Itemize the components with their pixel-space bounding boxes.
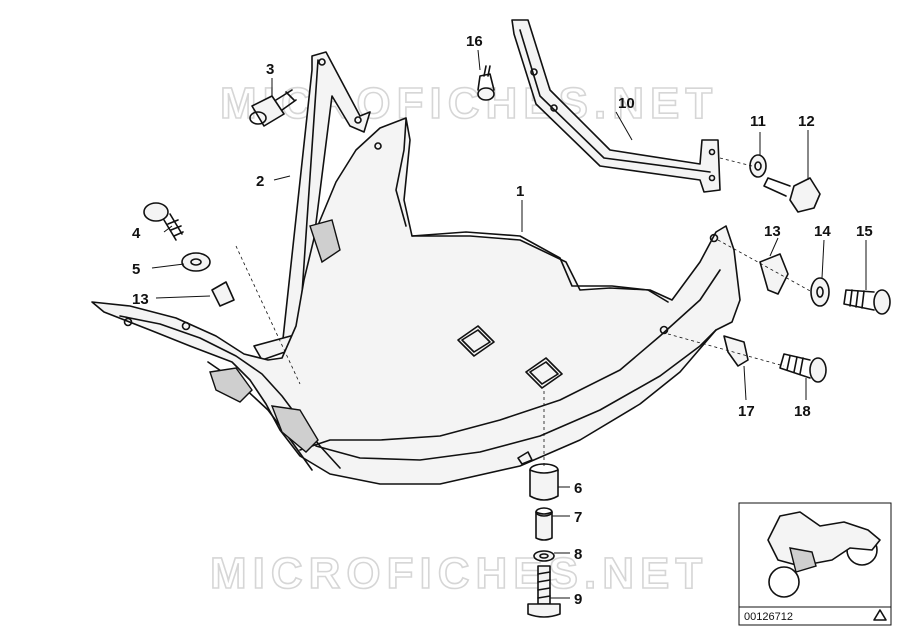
- callout-15: 15: [856, 223, 873, 240]
- part-5-washer: [181, 252, 211, 272]
- part-15-screw: [843, 289, 891, 315]
- part-16-bolt: [477, 65, 495, 101]
- part-12-hex-bolt: [763, 177, 821, 213]
- callout-16: 16: [466, 33, 483, 50]
- part-14-washer: [810, 277, 830, 307]
- motorcycle-thumbnail: [767, 511, 881, 598]
- callout-12: 12: [798, 113, 815, 130]
- callout-1: 1: [516, 183, 524, 200]
- callout-9: 9: [574, 591, 582, 608]
- callout-8: 8: [574, 546, 582, 563]
- watermark-top: MICROFICHES.NET: [220, 79, 718, 128]
- callout-10: 10: [618, 95, 635, 112]
- thumbnail-code: 00126712: [744, 611, 793, 623]
- part-8-washer: [533, 550, 555, 562]
- callout-17: 17: [738, 403, 755, 420]
- part-13-left-clip: [211, 281, 235, 307]
- part-11-washer: [749, 154, 767, 178]
- part-7-spacer: [535, 507, 553, 541]
- part-3-socket-screw: [249, 89, 297, 127]
- callout-6: 6: [574, 480, 582, 497]
- callout-2: 2: [256, 173, 264, 190]
- watermark-bottom: MICROFICHES.NET: [210, 549, 708, 598]
- callout-5: 5: [132, 261, 140, 278]
- callout-13-right: 13: [764, 223, 781, 240]
- warning-triangle-icon: [873, 609, 887, 621]
- part-10-bracket: [511, 19, 721, 193]
- part-6-grommet: [529, 463, 559, 501]
- callout-3: 3: [266, 61, 274, 78]
- part-9-bolt: [527, 565, 561, 618]
- callout-11: 11: [750, 113, 766, 130]
- part-17-clip: [723, 335, 749, 367]
- callout-7: 7: [574, 509, 582, 526]
- callout-labels: 3 2 1 4 5 13 16 10 11 12 13 14 15 17 18 …: [132, 33, 873, 608]
- callout-13-left: 13: [132, 291, 149, 308]
- part-1-belly-pan: [91, 117, 741, 485]
- leader-lines: [151, 49, 867, 599]
- part-13-right-clip: [759, 253, 789, 295]
- callout-14: 14: [814, 223, 831, 240]
- callout-18: 18: [794, 403, 811, 420]
- thumbnail-inset: 00126712: [738, 502, 892, 626]
- part-18-screw: [779, 353, 827, 383]
- callout-4: 4: [132, 225, 141, 242]
- part-4-bolt: [143, 202, 184, 241]
